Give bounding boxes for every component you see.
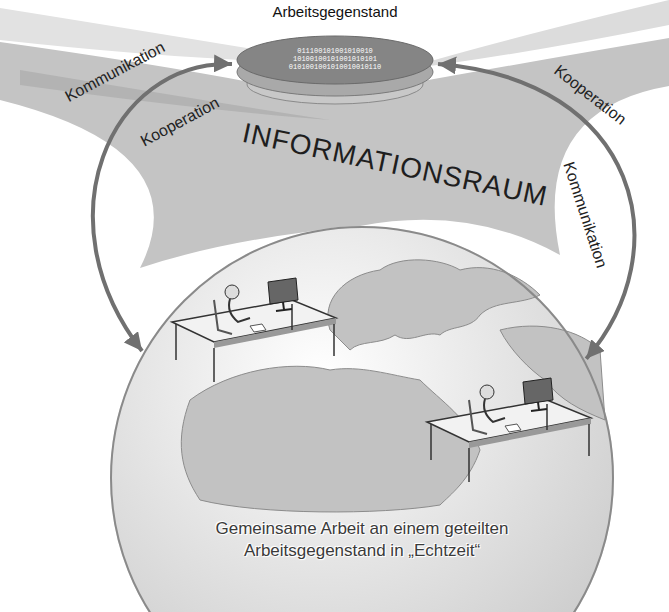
paper-sheet <box>250 324 266 332</box>
globe-fill <box>110 226 614 612</box>
desk-legs <box>431 404 589 482</box>
paper-sheet <box>505 424 521 432</box>
globe-illustration <box>110 226 614 612</box>
person-body <box>229 299 250 322</box>
arrow-label: Kooperation <box>138 94 223 150</box>
band-title: INFORMATIONSRAUM <box>240 117 551 213</box>
binary-data: 011100101001010010 10100100101001010101 … <box>285 47 386 71</box>
edge-label: Kommunikation <box>62 38 168 106</box>
node-heading: Arbeitsgegenstand <box>272 3 397 20</box>
person-head <box>480 385 494 399</box>
work-object-disk: Arbeitsgegenstand 011100101001010010 1010… <box>232 0 438 108</box>
arrow-label: Kooperation <box>550 61 629 128</box>
desk-legs <box>176 304 334 382</box>
monitor-stand <box>276 302 292 311</box>
globe: Gemeinsame Arbeit an einem geteilten Arb… <box>110 226 614 612</box>
monitor-stand <box>531 402 547 411</box>
monitor <box>268 278 298 304</box>
information-space-band: INFORMATIONSRAUM <box>240 117 551 213</box>
workstation-right <box>427 378 591 482</box>
workstation-left <box>172 278 336 382</box>
desk-edge <box>214 318 336 348</box>
person-head <box>225 285 239 299</box>
monitor <box>523 378 553 404</box>
connector-arrow <box>93 64 232 351</box>
person-body <box>484 399 505 422</box>
globe-caption: Gemeinsame Arbeit an einem geteilten Arb… <box>197 518 527 562</box>
edge-label: Kommunikation <box>559 160 610 270</box>
continent-africa <box>181 366 480 512</box>
globe-rim <box>111 227 613 612</box>
desk-edge <box>469 418 591 448</box>
disk-face <box>237 36 433 84</box>
